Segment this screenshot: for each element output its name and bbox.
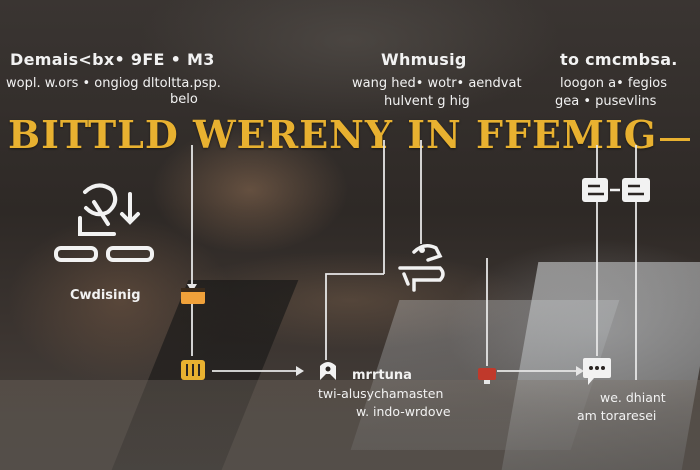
header-center-line-1: wang hed• wotr• aendvat: [352, 76, 522, 91]
connector-center-elbow: [325, 273, 384, 360]
node-center-label: mrrtuna: [352, 368, 412, 383]
header-center-title: Whmusig: [381, 50, 467, 69]
banner-underline: [660, 138, 690, 141]
arrowhead-right: [576, 366, 584, 376]
header-left-line-2: belo: [170, 92, 198, 107]
header-left-title: Demais<bx• 9FE • M3: [10, 50, 215, 69]
node-center-line-2: w. indo-wrdove: [356, 404, 451, 419]
person-desk-icon: [54, 183, 154, 262]
arrowhead-center: [296, 366, 304, 376]
robot-icon: [398, 244, 445, 292]
steps-icon: [582, 178, 650, 202]
node-right-line-2: am toraresei: [577, 408, 657, 423]
header-right-line-1: loogon a• fegios: [560, 76, 668, 91]
pin-icon: [320, 362, 336, 380]
node-center-line-1: twi-alusychamasten: [318, 386, 444, 401]
header-left-line-1: wopl. w.ors • ongiog dltoltta.psp.: [6, 76, 221, 91]
node-right-line-1: we. dhiant: [600, 390, 666, 405]
monitor-icon: [478, 368, 496, 384]
chat-icon: [583, 358, 611, 385]
chip-icon: [181, 360, 205, 380]
table-surface: [0, 380, 700, 470]
node-left-label: Cwdisinig: [70, 288, 141, 303]
box-icon: [181, 288, 205, 304]
header-right-line-2: gea • pusevlins: [555, 94, 657, 109]
header-right-title: to cmcmbsa.: [560, 50, 678, 69]
banner-title: BITTLD WERENY IN FFEMIG: [8, 112, 658, 157]
header-center-line-2: hulvent g hig: [384, 94, 470, 109]
